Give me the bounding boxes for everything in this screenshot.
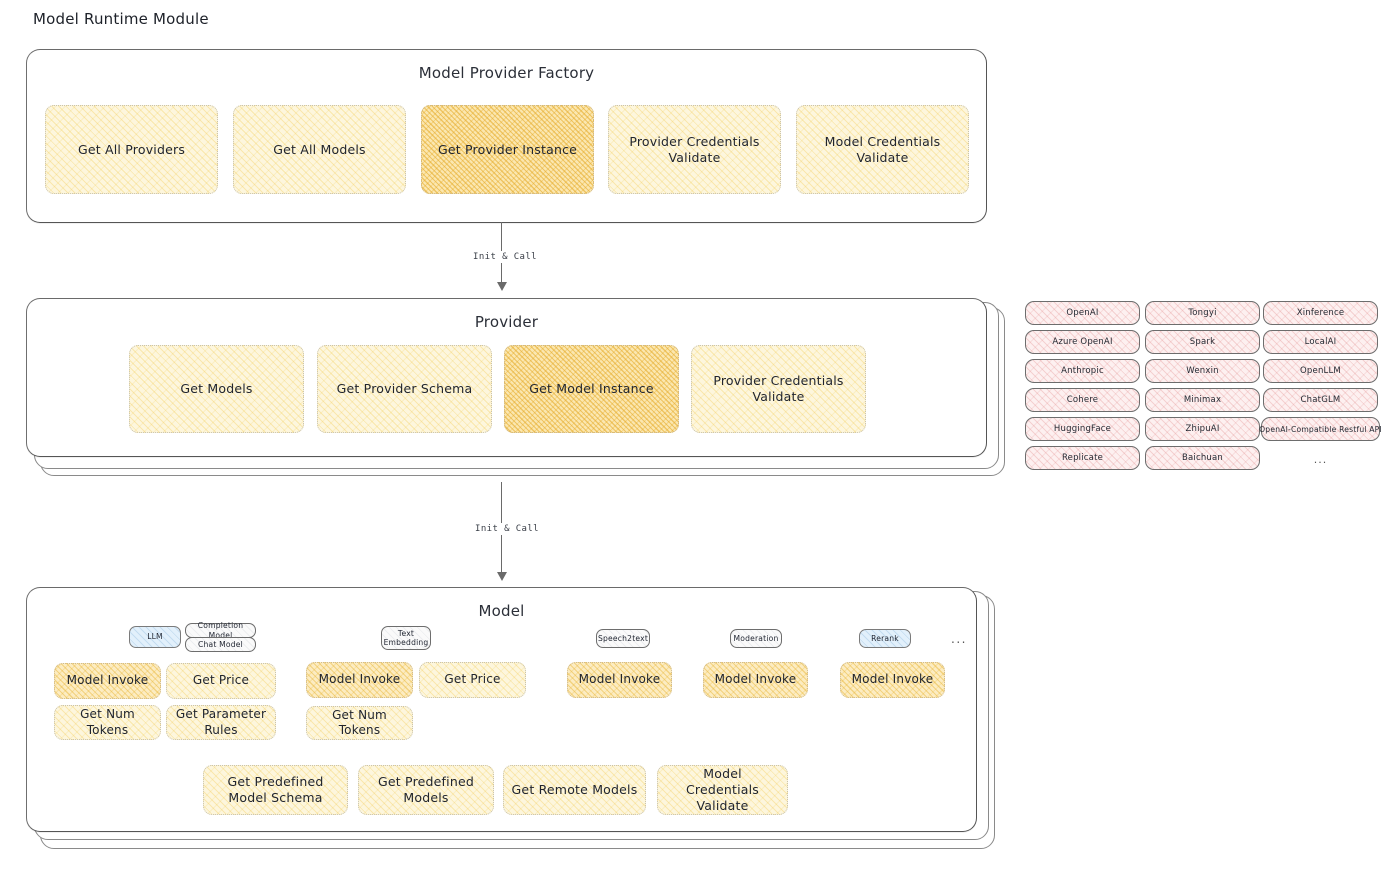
- factory-block-get-provider-instance[interactable]: Get Provider Instance: [421, 105, 594, 194]
- provider-chip-spark[interactable]: Spark: [1145, 330, 1260, 354]
- model-type-badge-text-embedding[interactable]: Text Embedding: [381, 626, 431, 650]
- model-title: Model: [478, 602, 525, 620]
- provider-title: Provider: [474, 313, 539, 331]
- model-type-badge-llm[interactable]: LLM: [129, 626, 181, 648]
- model-groups-more-ellipsis: ...: [951, 632, 967, 646]
- provider-chip-azure-openai[interactable]: Azure OpenAI: [1025, 330, 1140, 354]
- provider-chip-huggingface[interactable]: HuggingFace: [1025, 417, 1140, 441]
- model-block-text-embedding-model-invoke[interactable]: Model Invoke: [306, 662, 413, 698]
- factory-block-get-all-providers[interactable]: Get All Providers: [45, 105, 218, 194]
- provider-chip-replicate[interactable]: Replicate: [1025, 446, 1140, 470]
- provider-chip-localai[interactable]: LocalAI: [1263, 330, 1378, 354]
- provider-chip-baichuan[interactable]: Baichuan: [1145, 446, 1260, 470]
- model-block-llm-get-parameter-rules[interactable]: Get Parameter Rules: [166, 705, 276, 740]
- arrow-factory-to-provider-label: Init & Call: [470, 251, 541, 263]
- provider-chip-more-ellipsis: ...: [1313, 452, 1328, 466]
- model-block-moderation-model-invoke[interactable]: Model Invoke: [703, 662, 808, 698]
- factory-block-model-credentials-validate[interactable]: Model Credentials Validate: [796, 105, 969, 194]
- provider-chip-xinference[interactable]: Xinference: [1263, 301, 1378, 325]
- arrow-provider-to-model-label: Init & Call: [472, 523, 543, 535]
- arrow-provider-to-model-head: [497, 572, 507, 581]
- model-block-llm-get-price[interactable]: Get Price: [166, 663, 276, 699]
- arrow-factory-to-provider-head: [497, 282, 507, 291]
- model-shared-block-get-predefined-models[interactable]: Get Predefined Models: [358, 765, 494, 815]
- provider-chip-chatglm[interactable]: ChatGLM: [1263, 388, 1378, 412]
- provider-block-get-model-instance[interactable]: Get Model Instance: [504, 345, 679, 433]
- factory-block-get-all-models[interactable]: Get All Models: [233, 105, 406, 194]
- model-type-badge-speech2text[interactable]: Speech2text: [596, 629, 650, 648]
- provider-chip-cohere[interactable]: Cohere: [1025, 388, 1140, 412]
- model-sub-badge-completion-model[interactable]: Completion Model: [185, 621, 256, 640]
- model-block-rerank-model-invoke[interactable]: Model Invoke: [840, 662, 945, 698]
- provider-chip-openllm[interactable]: OpenLLM: [1263, 359, 1378, 383]
- provider-chip-openai-compatible-restful-api[interactable]: OpenAI-Compatible Restful API: [1259, 417, 1382, 441]
- model-block-speech2text-model-invoke[interactable]: Model Invoke: [567, 662, 672, 698]
- provider-block-get-models[interactable]: Get Models: [129, 345, 304, 433]
- provider-chip-tongyi[interactable]: Tongyi: [1145, 301, 1260, 325]
- provider-chip-anthropic[interactable]: Anthropic: [1025, 359, 1140, 383]
- model-block-llm-get-num-tokens[interactable]: Get Num Tokens: [54, 705, 161, 740]
- provider-chip-minimax[interactable]: Minimax: [1145, 388, 1260, 412]
- provider-block-provider-credentials-validate[interactable]: Provider Credentials Validate: [691, 345, 866, 433]
- model-type-badge-rerank[interactable]: Rerank: [859, 629, 911, 648]
- model-block-text-embedding-get-num-tokens[interactable]: Get Num Tokens: [306, 706, 413, 740]
- provider-block-get-provider-schema[interactable]: Get Provider Schema: [317, 345, 492, 433]
- model-block-llm-model-invoke[interactable]: Model Invoke: [54, 663, 161, 699]
- model-card: Model: [26, 587, 977, 832]
- model-shared-block-model-credentials-validate[interactable]: Model Credentials Validate: [657, 765, 788, 815]
- model-block-text-embedding-get-price[interactable]: Get Price: [419, 662, 526, 698]
- page-title: Model Runtime Module: [33, 10, 209, 28]
- model-shared-block-get-remote-models[interactable]: Get Remote Models: [503, 765, 646, 815]
- model-sub-badge-chat-model[interactable]: Chat Model: [185, 637, 256, 652]
- model-shared-block-get-predefined-model-schema[interactable]: Get Predefined Model Schema: [203, 765, 348, 815]
- provider-chip-wenxin[interactable]: Wenxin: [1145, 359, 1260, 383]
- provider-chip-zhipuai[interactable]: ZhipuAI: [1145, 417, 1260, 441]
- model-type-badge-moderation[interactable]: Moderation: [730, 629, 782, 648]
- provider-chip-openai[interactable]: OpenAI: [1025, 301, 1140, 325]
- model-provider-factory-title: Model Provider Factory: [418, 64, 595, 82]
- factory-block-provider-credentials-validate[interactable]: Provider Credentials Validate: [608, 105, 781, 194]
